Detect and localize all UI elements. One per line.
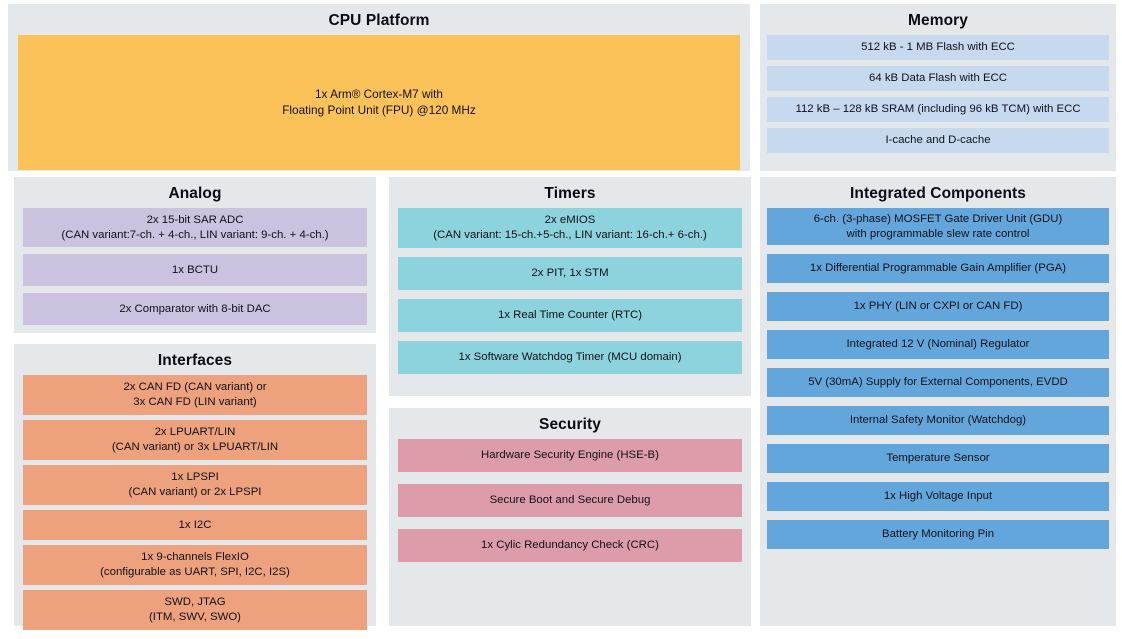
- block-item: Integrated 12 V (Nominal) Regulator: [767, 330, 1109, 360]
- block-item: Secure Boot and Secure Debug: [398, 484, 742, 518]
- block-item: 112 kB – 128 kB SRAM (including 96 kB TC…: [767, 97, 1109, 123]
- section-security: Security Hardware Security Engine (HSE-B…: [389, 408, 751, 626]
- block-list-integrated-components: 6-ch. (3-phase) MOSFET Gate Driver Unit …: [760, 208, 1116, 556]
- section-timers: Timers 2x eMIOS (CAN variant: 15-ch.+5-c…: [389, 177, 751, 396]
- block-item: 2x 15-bit SAR ADC (CAN variant:7-ch. + 4…: [23, 208, 367, 248]
- section-title-memory: Memory: [907, 12, 969, 29]
- block-item: 2x Comparator with 8-bit DAC: [23, 293, 367, 326]
- block-list-security: Hardware Security Engine (HSE-B) Secure …: [389, 439, 751, 571]
- section-title-interfaces: Interfaces: [157, 352, 233, 369]
- block-list-interfaces: 2x CAN FD (CAN variant) or 3x CAN FD (LI…: [14, 375, 376, 639]
- block-item: 1x High Voltage Input: [767, 482, 1109, 512]
- block-item: 64 kB Data Flash with ECC: [767, 66, 1109, 92]
- block-item: 1x 9-channels FlexIO (configurable as UA…: [23, 545, 367, 586]
- block-item: Hardware Security Engine (HSE-B): [398, 439, 742, 473]
- section-memory: Memory 512 kB - 1 MB Flash with ECC 64 k…: [760, 4, 1116, 171]
- block-item: Internal Safety Monitor (Watchdog): [767, 406, 1109, 436]
- section-title-security: Security: [539, 416, 601, 433]
- block-list-timers: 2x eMIOS (CAN variant: 15-ch.+5-ch., LIN…: [389, 208, 751, 383]
- block-list-memory: 512 kB - 1 MB Flash with ECC 64 kB Data …: [760, 35, 1116, 160]
- block-list-analog: 2x 15-bit SAR ADC (CAN variant:7-ch. + 4…: [14, 208, 376, 334]
- section-analog: Analog 2x 15-bit SAR ADC (CAN variant:7-…: [14, 177, 376, 333]
- block-item: 1x Differential Programmable Gain Amplif…: [767, 254, 1109, 284]
- section-title-integrated-components: Integrated Components: [849, 185, 1027, 202]
- block-item: 1x BCTU: [23, 254, 367, 287]
- section-integrated-components: Integrated Components 6-ch. (3-phase) MO…: [760, 177, 1116, 626]
- block-list-cpu-platform: 1x Arm® Cortex-M7 with Floating Point Un…: [8, 35, 750, 180]
- section-cpu-platform: CPU Platform 1x Arm® Cortex-M7 with Floa…: [8, 4, 750, 171]
- block-item: 1x I2C: [23, 510, 367, 541]
- block-item: I-cache and D-cache: [767, 128, 1109, 154]
- block-item: SWD, JTAG (ITM, SWV, SWO): [23, 590, 367, 631]
- block-item: 2x LPUART/LIN (CAN variant) or 3x LPUART…: [23, 420, 367, 461]
- block-item: Temperature Sensor: [767, 444, 1109, 474]
- block-item: 1x Real Time Counter (RTC): [398, 299, 742, 333]
- block-item: 1x Cylic Redundancy Check (CRC): [398, 529, 742, 563]
- block-item: 5V (30mA) Supply for External Components…: [767, 368, 1109, 398]
- section-title-cpu-platform: CPU Platform: [328, 12, 430, 29]
- block-item: 1x Software Watchdog Timer (MCU domain): [398, 341, 742, 375]
- block-item: 2x CAN FD (CAN variant) or 3x CAN FD (LI…: [23, 375, 367, 416]
- section-title-timers: Timers: [544, 185, 596, 202]
- block-item: 1x LPSPI (CAN variant) or 2x LPSPI: [23, 465, 367, 506]
- block-item: 2x eMIOS (CAN variant: 15-ch.+5-ch., LIN…: [398, 208, 742, 249]
- block-item: 1x PHY (LIN or CXPI or CAN FD): [767, 292, 1109, 322]
- block-item: 6-ch. (3-phase) MOSFET Gate Driver Unit …: [767, 208, 1109, 246]
- block-item: 1x Arm® Cortex-M7 with Floating Point Un…: [18, 35, 740, 171]
- section-interfaces: Interfaces 2x CAN FD (CAN variant) or 3x…: [14, 344, 376, 631]
- block-item: 2x PIT, 1x STM: [398, 257, 742, 291]
- block-item: Battery Monitoring Pin: [767, 520, 1109, 550]
- block-item: 512 kB - 1 MB Flash with ECC: [767, 35, 1109, 61]
- section-title-analog: Analog: [168, 185, 222, 202]
